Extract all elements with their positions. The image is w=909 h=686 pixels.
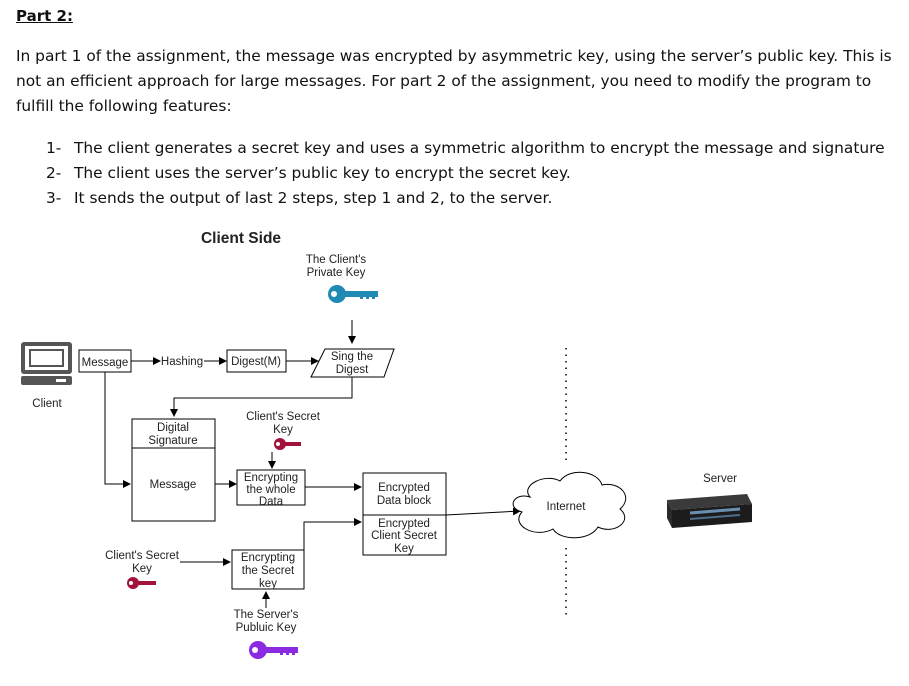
internet-label: Internet: [547, 501, 587, 513]
private-key-icon: [328, 285, 378, 303]
computer-icon: [21, 342, 72, 385]
encrypted-data-box: [362, 472, 447, 516]
step-text: The client uses the server’s public key …: [74, 164, 571, 182]
encrypt-key-box: [231, 549, 305, 590]
private-key-label: The Client's: [306, 254, 367, 266]
client-label: Client: [32, 398, 62, 410]
secret-key-label-2: Key: [132, 563, 152, 575]
secret-key-label-2: Client's Secret: [105, 550, 180, 562]
digital-signature-label: Digital: [157, 422, 189, 434]
encrypted-key-label: Key: [394, 543, 414, 555]
secret-key-icon: [274, 438, 301, 450]
server-public-key-label: The Server's: [234, 609, 299, 621]
secret-key-label: Key: [273, 424, 293, 436]
part-title: Part 2:: [16, 7, 73, 25]
encrypted-key-label: Client Secret: [371, 530, 438, 542]
data-block-box: [131, 418, 216, 522]
cloud-icon: [512, 471, 627, 539]
encrypt-key-label: the Secret: [242, 565, 295, 577]
list-item: 1- The client generates a secret key and …: [46, 136, 885, 161]
digital-signature-label: Signature: [148, 435, 197, 447]
server-icon: [667, 494, 752, 528]
digest-label: Digest(M): [231, 356, 281, 368]
hashing-label: Hashing: [161, 356, 203, 368]
encrypted-data-label: Data block: [377, 495, 432, 507]
steps-list: 1- The client generates a secret key and …: [46, 136, 885, 211]
step-number: 2-: [46, 164, 62, 182]
message-label: Message: [82, 357, 129, 369]
list-item: 3- It sends the output of last 2 steps, s…: [46, 186, 885, 211]
diagram-title: Client Side: [201, 230, 281, 247]
encrypted-data-label: Encrypted: [378, 482, 430, 494]
secret-key-icon: [127, 577, 156, 589]
message-label-2: Message: [150, 479, 197, 491]
encrypt-data-label: Encrypting: [244, 472, 298, 484]
sign-digest-box: [310, 348, 395, 378]
encrypt-data-label: the whole: [246, 484, 295, 496]
public-key-icon: [249, 641, 298, 659]
intro-paragraph: In part 1 of the assignment, the message…: [16, 47, 892, 115]
step-number: 1-: [46, 139, 62, 157]
encrypted-key-label: Encrypted: [378, 518, 430, 530]
server-public-key-label: Publuic Key: [236, 622, 297, 634]
private-key-label: Private Key: [307, 267, 366, 279]
sign-digest-label: Digest: [336, 364, 369, 376]
step-text: The client generates a secret key and us…: [74, 139, 885, 157]
encrypt-key-label: Encrypting: [241, 552, 295, 564]
server-label: Server: [703, 473, 737, 485]
list-item: 2- The client uses the server’s public ke…: [46, 161, 885, 186]
encrypt-data-label: Data: [259, 496, 284, 508]
encrypt-key-label: key: [259, 578, 277, 590]
encrypted-key-box: [362, 514, 447, 556]
encrypt-data-box: [236, 469, 306, 506]
sign-digest-label: Sing the: [331, 351, 373, 363]
secret-key-label: Client's Secret: [246, 411, 321, 423]
step-number: 3-: [46, 189, 62, 207]
step-text: It sends the output of last 2 steps, ste…: [74, 189, 553, 207]
